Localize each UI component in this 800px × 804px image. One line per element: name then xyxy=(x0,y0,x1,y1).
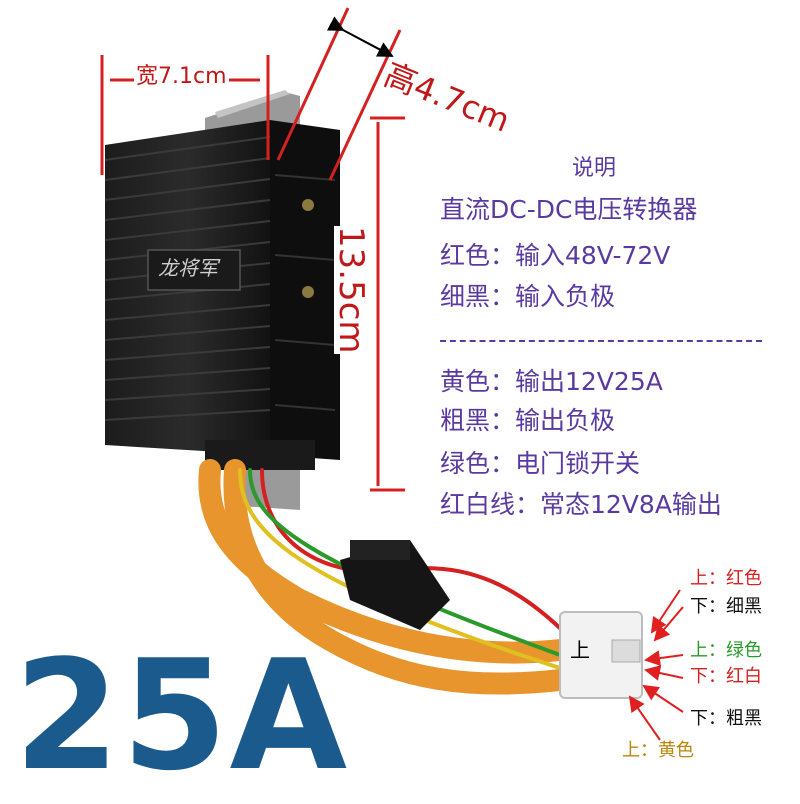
spec-line-2: 红色：输入48V-72V xyxy=(440,241,671,270)
fuse-holder xyxy=(340,540,450,630)
pin-label-thin-black: 下：细黑 xyxy=(690,596,762,617)
rating-label: 25A xyxy=(14,627,350,804)
screw-icon xyxy=(302,286,314,298)
pin-label-yellow: 上：黄色 xyxy=(622,740,694,761)
brand-logo: 龙将军 xyxy=(158,256,218,280)
pointer-arrows xyxy=(628,589,684,741)
width-label: 宽7.1cm xyxy=(134,64,229,89)
spec-line-5: 粗黑：输出负极 xyxy=(440,406,616,435)
heatsink-fins xyxy=(104,136,271,421)
screw-icon xyxy=(302,199,314,211)
spec-line-7: 红白线：常态12V8A输出 xyxy=(440,490,722,519)
spec-line-4: 黄色：输出12V25A xyxy=(440,367,663,396)
pin-label-thick-black: 下：粗黑 xyxy=(690,708,762,729)
brand-plate xyxy=(147,249,241,291)
length-label: 13.5cm xyxy=(331,226,371,354)
spec-divider xyxy=(440,340,762,342)
pin-label-red: 上：红色 xyxy=(690,568,762,589)
pin-label-green: 上：绿色 xyxy=(690,640,762,661)
white-connector xyxy=(559,611,643,699)
connector-face-label: 上 xyxy=(570,638,590,662)
wires xyxy=(198,459,571,695)
pin-label-red-white: 下：红白 xyxy=(690,666,762,687)
converter-housing xyxy=(104,120,340,510)
spec-line-6: 绿色：电门锁开关 xyxy=(440,449,641,478)
spec-line-1: 直流DC-DC电压转换器 xyxy=(440,195,698,224)
spec-line-3: 细黑：输入负极 xyxy=(440,282,616,311)
spec-title: 说明 xyxy=(572,156,617,181)
